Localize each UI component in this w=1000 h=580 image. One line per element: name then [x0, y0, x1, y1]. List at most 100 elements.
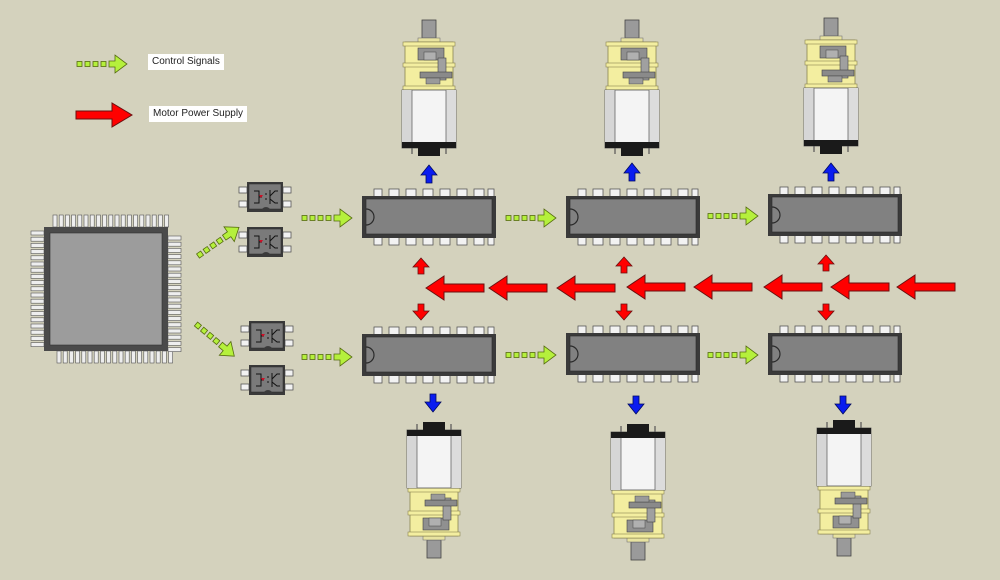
mcu-pin — [87, 350, 93, 364]
mcu-pin — [167, 291, 182, 297]
control-arrow-driver-bottom-2-to-3 — [707, 345, 759, 365]
mcu-pin — [81, 350, 87, 364]
power-branch-up-1 — [412, 257, 430, 275]
mcu-pin — [30, 267, 45, 273]
mcu-pin — [167, 248, 182, 253]
driver-chip-bottom-3 — [767, 325, 903, 383]
gear-motor-top-2 — [604, 19, 660, 157]
power-arrow-5 — [693, 274, 753, 300]
power-branch-up-3 — [817, 254, 835, 272]
mcu-pin — [124, 350, 130, 364]
motor-output-arrow-top-1 — [420, 164, 438, 184]
mcu-pin — [127, 214, 132, 228]
control-arrow-mcu-to-opto-bottom — [189, 316, 241, 364]
mcu-pin — [167, 266, 182, 272]
mcu-pin — [30, 261, 45, 267]
control-arrow-driver-top-1-to-2 — [505, 208, 557, 228]
legend-label-motor-power-supply: Motor Power Supply — [149, 106, 248, 122]
mcu-pin — [167, 310, 182, 315]
mcu-pin — [58, 214, 64, 228]
mcu-pin — [100, 350, 105, 364]
mcu-pin — [30, 236, 45, 242]
mcu-pin — [167, 316, 182, 321]
motor-output-arrow-top-2 — [623, 162, 641, 182]
mcu-pin — [30, 230, 45, 236]
mcu-pin — [30, 311, 45, 316]
mcu-pin — [168, 350, 173, 364]
mcu-pin — [30, 305, 45, 310]
mcu-pin — [75, 350, 80, 364]
mcu-pin — [30, 298, 45, 304]
optocoupler-3 — [240, 320, 294, 352]
gear-motor-bottom-1 — [406, 421, 462, 559]
control-arrow-opto-to-driver-bottom-1 — [301, 347, 353, 367]
mcu-pin — [30, 249, 45, 254]
mcu-pin — [167, 347, 182, 352]
mcu-pin — [69, 350, 74, 364]
mcu-pin — [164, 214, 169, 228]
power-arrow-3 — [556, 275, 616, 301]
power-branch-down-1 — [412, 303, 430, 321]
gear-motor-bottom-2 — [610, 423, 666, 561]
microcontroller-chip — [30, 214, 182, 364]
mcu-pin — [131, 350, 136, 364]
control-arrow-mcu-to-opto-top — [192, 219, 245, 264]
mcu-pin — [145, 214, 151, 228]
mcu-pin — [83, 214, 89, 228]
mcu-pin — [30, 243, 45, 248]
mcu-pin — [149, 350, 155, 364]
gear-motor-top-3 — [803, 17, 859, 155]
gear-motor-top-1 — [401, 19, 457, 157]
legend — [75, 54, 133, 128]
mcu-pin — [30, 274, 45, 279]
mcu-pin — [62, 350, 68, 364]
mcu-pin — [167, 254, 182, 259]
mcu-pin — [167, 241, 182, 247]
driver-chip-top-3 — [767, 186, 903, 244]
control-arrow-driver-top-2-to-3 — [707, 206, 759, 226]
optocoupler-1 — [238, 181, 292, 213]
gear-motor-bottom-3 — [816, 419, 872, 557]
mcu-pin — [96, 214, 101, 228]
legend-power-arrow-icon — [75, 102, 133, 128]
mcu-pin — [106, 350, 111, 364]
legend-label-control-signals: Control Signals — [148, 54, 224, 70]
driver-chip-top-1 — [361, 188, 497, 246]
mcu-pin — [112, 350, 118, 364]
mcu-pin — [30, 323, 45, 329]
mcu-pin — [30, 255, 45, 261]
mcu-pin — [30, 280, 45, 285]
mcu-pin — [167, 260, 182, 266]
mcu-pin — [162, 350, 167, 364]
mcu-pin — [133, 214, 138, 228]
mcu-pin — [93, 350, 99, 364]
mcu-pin — [65, 214, 70, 228]
mcu-pin — [108, 214, 114, 228]
motor-output-arrow-bottom-1 — [424, 393, 442, 413]
motor-output-arrow-bottom-2 — [627, 395, 645, 415]
mcu-pin — [89, 214, 95, 228]
power-branch-down-3 — [817, 303, 835, 321]
mcu-pin — [167, 235, 182, 241]
power-arrow-4 — [626, 274, 686, 300]
mcu-pin — [118, 350, 124, 364]
mcu-pin — [167, 272, 182, 278]
mcu-pin — [30, 329, 45, 335]
mcu-pin — [114, 214, 120, 228]
driver-chip-bottom-1 — [361, 326, 497, 384]
mcu-pin — [52, 214, 58, 228]
control-arrow-opto-to-driver-top-1 — [301, 208, 353, 228]
driver-chip-bottom-2 — [565, 325, 701, 383]
power-branch-down-2 — [615, 303, 633, 321]
mcu-pin — [30, 286, 45, 292]
mcu-pin — [30, 292, 45, 298]
power-arrow-2 — [488, 275, 548, 301]
mcu-pin — [120, 214, 126, 228]
mcu-pin — [102, 214, 107, 228]
optocoupler-4 — [240, 364, 294, 396]
mcu-pin — [137, 350, 142, 364]
mcu-pin — [30, 342, 45, 347]
mcu-pin — [167, 279, 182, 284]
motor-output-arrow-bottom-3 — [834, 395, 852, 415]
